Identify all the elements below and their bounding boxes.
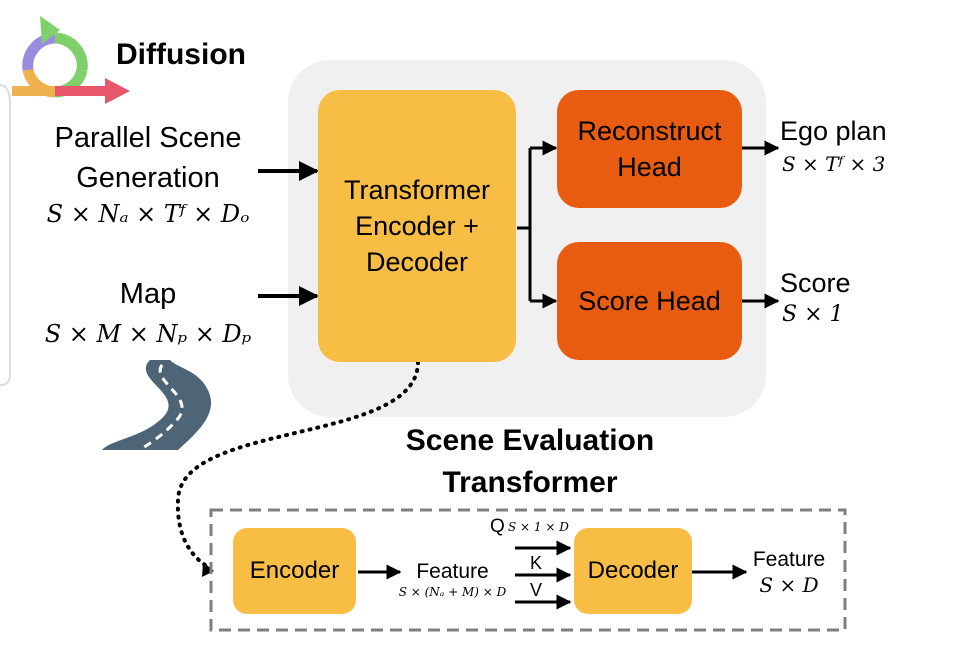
section-title: Scene Evaluation Transformer	[350, 420, 710, 504]
encoder-label: Encoder	[249, 557, 340, 584]
transformer-box: Transformer Encoder + Decoder	[318, 90, 516, 362]
reconstruct-head-box: Reconstruct Head	[557, 90, 742, 208]
scene-input-line2: Generation	[76, 162, 220, 194]
reconstruct-head-line1: Reconstruct	[577, 116, 722, 146]
feature-out-formula: S × D	[759, 573, 819, 597]
transformer-line3: Decoder	[365, 247, 469, 277]
ego-plan-formula: S × Tᶠ × 3	[782, 152, 886, 176]
score-output-label: Score	[780, 268, 851, 298]
k-label: K	[530, 553, 543, 573]
section-title-line1: Scene Evaluation	[405, 424, 655, 457]
left-panel-edge	[0, 84, 11, 386]
feature-out-label: Feature	[752, 548, 826, 571]
section-title-line2: Transformer	[442, 466, 618, 499]
score-head-box: Score Head	[557, 242, 742, 360]
q-label: Q	[490, 516, 505, 537]
score-output-formula: S × 1	[782, 302, 844, 327]
feature-mid-formula: S × (Nₐ + M) × D	[398, 585, 507, 599]
feature-mid-label: Feature	[416, 560, 489, 583]
diffusion-cycle-icon	[12, 16, 130, 104]
score-head-label: Score Head	[578, 285, 721, 316]
detail-box	[209, 508, 847, 632]
q-formula: S × 1 × D	[508, 520, 569, 534]
diffusion-title: Diffusion	[116, 38, 246, 71]
road-icon	[102, 360, 212, 452]
v-label: V	[530, 580, 543, 600]
transformer-line2: Encoder +	[355, 211, 479, 241]
transformer-line1: Transformer	[343, 175, 491, 205]
encoder-box: Encoder	[233, 528, 356, 614]
decoder-label: Decoder	[587, 557, 679, 584]
reconstruct-head-line2: Head	[617, 152, 682, 182]
decoder-box: Decoder	[574, 528, 692, 614]
scene-input-line1: Parallel Scene	[54, 122, 242, 154]
ego-plan-label: Ego plan	[780, 116, 887, 146]
scene-input-label: Parallel Scene Generation	[20, 118, 276, 198]
dotted-connector	[175, 360, 420, 570]
scene-input-formula: S × Nₐ × Tᶠ × Dₒ	[46, 200, 250, 228]
map-input-formula: S × M × Nₚ × Dₚ	[44, 320, 252, 348]
arrow-transformer-to-heads	[517, 148, 532, 301]
map-input-label: Map	[119, 278, 177, 310]
